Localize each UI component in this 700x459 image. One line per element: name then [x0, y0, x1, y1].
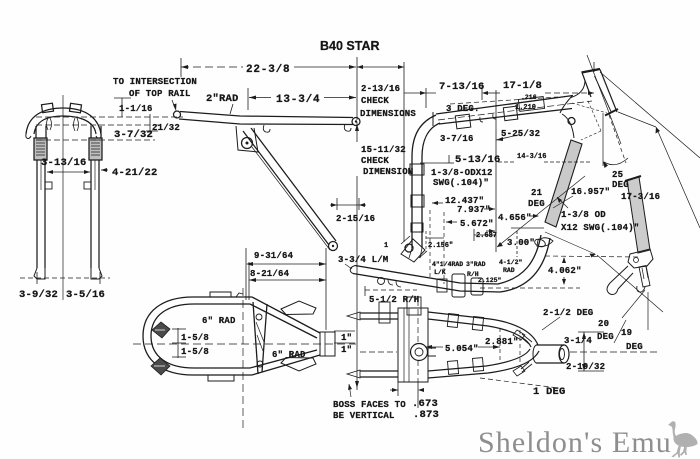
- svg-text:1": 1": [341, 333, 352, 343]
- svg-text:3-5/16: 3-5/16: [66, 289, 105, 301]
- svg-text:5-13/16: 5-13/16: [455, 154, 501, 166]
- svg-text:7-13/16: 7-13/16: [439, 81, 485, 93]
- svg-text:17-3/16: 17-3/16: [621, 192, 660, 202]
- svg-text:DIMENSION: DIMENSION: [363, 167, 413, 177]
- svg-text:2-19/32: 2-19/32: [566, 362, 605, 372]
- svg-text:4.656": 4.656": [498, 213, 532, 223]
- svg-text:9-31/64: 9-31/64: [254, 251, 294, 261]
- svg-text:4-1/2": 4-1/2": [499, 259, 523, 266]
- svg-text:19: 19: [621, 328, 632, 338]
- svg-text:5.672": 5.672": [460, 219, 494, 229]
- svg-text:15-11/32: 15-11/32: [361, 145, 406, 155]
- svg-text:.216: .216: [521, 94, 537, 101]
- svg-text:1.210: 1.210: [515, 104, 536, 112]
- svg-text:3"RAD: 3"RAD: [466, 261, 486, 268]
- svg-text:14-3/16: 14-3/16: [517, 153, 546, 161]
- svg-text:1-5/8: 1-5/8: [181, 347, 209, 357]
- svg-text:3-7/32: 3-7/32: [114, 129, 153, 141]
- svg-text:16.957": 16.957": [571, 187, 610, 197]
- svg-text:1-1/16: 1-1/16: [119, 104, 153, 114]
- svg-text:20: 20: [598, 319, 609, 329]
- svg-text:R/H: R/H: [467, 271, 479, 278]
- svg-text:DIMENSIONS: DIMENSIONS: [360, 109, 416, 119]
- svg-text:2-15/16: 2-15/16: [336, 214, 375, 224]
- svg-text:6" RAD: 6" RAD: [202, 316, 236, 326]
- svg-text:DEG: DEG: [612, 180, 629, 190]
- svg-text:2"RAD: 2"RAD: [206, 93, 239, 105]
- svg-text:TO INTERSECTION: TO INTERSECTION: [113, 77, 197, 87]
- svg-text:CHECK: CHECK: [361, 156, 389, 166]
- svg-text:1-3/8-ODX12: 1-3/8-ODX12: [431, 168, 493, 178]
- svg-text:3-9/32: 3-9/32: [19, 289, 58, 301]
- svg-text:13-3/4: 13-3/4: [276, 94, 320, 106]
- svg-text:21/32: 21/32: [152, 123, 180, 133]
- svg-text:5.054": 5.054": [445, 344, 479, 354]
- svg-text:1-3/8 OD: 1-3/8 OD: [561, 210, 606, 220]
- svg-text:3.00": 3.00": [507, 238, 535, 248]
- svg-text:1 DEG: 1 DEG: [533, 386, 566, 398]
- svg-text:4"1/4RAD: 4"1/4RAD: [432, 261, 463, 268]
- svg-text:12.437": 12.437": [445, 196, 484, 206]
- svg-text:DEG: DEG: [626, 342, 643, 352]
- svg-text:5-25/32: 5-25/32: [501, 129, 540, 139]
- svg-text:1: 1: [384, 242, 388, 250]
- svg-text:22-3/8: 22-3/8: [246, 64, 290, 76]
- svg-text:2.687: 2.687: [476, 232, 497, 240]
- svg-text:SWG(.104)": SWG(.104)": [433, 178, 489, 188]
- svg-text:RAD: RAD: [503, 267, 515, 274]
- svg-text:5-1/2 R/H: 5-1/2 R/H: [369, 295, 419, 305]
- svg-text:DEG: DEG: [528, 199, 545, 209]
- svg-text:4-21/22: 4-21/22: [112, 167, 158, 179]
- svg-text:2.156": 2.156": [428, 242, 453, 250]
- svg-text:Sheldon's Emu: Sheldon's Emu: [478, 426, 672, 459]
- svg-text:X12 SWG(.104)": X12 SWG(.104)": [561, 223, 639, 233]
- svg-text:17-1/8: 17-1/8: [503, 80, 542, 92]
- svg-text:6" RAD: 6" RAD: [272, 350, 306, 360]
- svg-text:3-13/16: 3-13/16: [41, 157, 87, 169]
- svg-text:21: 21: [531, 188, 543, 198]
- svg-text:OF TOP RAIL: OF TOP RAIL: [129, 89, 191, 99]
- svg-text:4.062": 4.062": [548, 266, 582, 276]
- svg-text:2-13/16: 2-13/16: [361, 84, 400, 94]
- svg-text:L/K: L/K: [434, 269, 446, 276]
- svg-text:2-1/2 DEG: 2-1/2 DEG: [543, 308, 593, 318]
- svg-text:DEG: DEG: [597, 332, 614, 342]
- svg-text:B40 STAR: B40 STAR: [320, 39, 380, 53]
- svg-text:BOSS FACES TO: BOSS FACES TO: [333, 400, 406, 410]
- svg-text:25: 25: [612, 170, 623, 180]
- svg-text:BE VERTICAL: BE VERTICAL: [333, 411, 395, 421]
- svg-text:.873: .873: [413, 409, 439, 421]
- svg-text:1-5/8: 1-5/8: [181, 333, 209, 343]
- svg-text:3-3/4 L/M: 3-3/4 L/M: [338, 255, 388, 265]
- svg-text:3-1/4: 3-1/4: [564, 336, 592, 346]
- svg-text:7.937": 7.937": [457, 205, 491, 215]
- svg-text:.673: .673: [412, 398, 438, 410]
- svg-text:1": 1": [341, 345, 352, 355]
- svg-text:8-21/64: 8-21/64: [250, 269, 290, 279]
- svg-text:CHECK: CHECK: [361, 96, 389, 106]
- svg-text:2.881": 2.881": [485, 337, 519, 347]
- svg-text:3-7/16: 3-7/16: [440, 134, 474, 144]
- svg-text:3 DEG.: 3 DEG.: [446, 104, 480, 114]
- svg-text:2.125": 2.125": [478, 277, 502, 284]
